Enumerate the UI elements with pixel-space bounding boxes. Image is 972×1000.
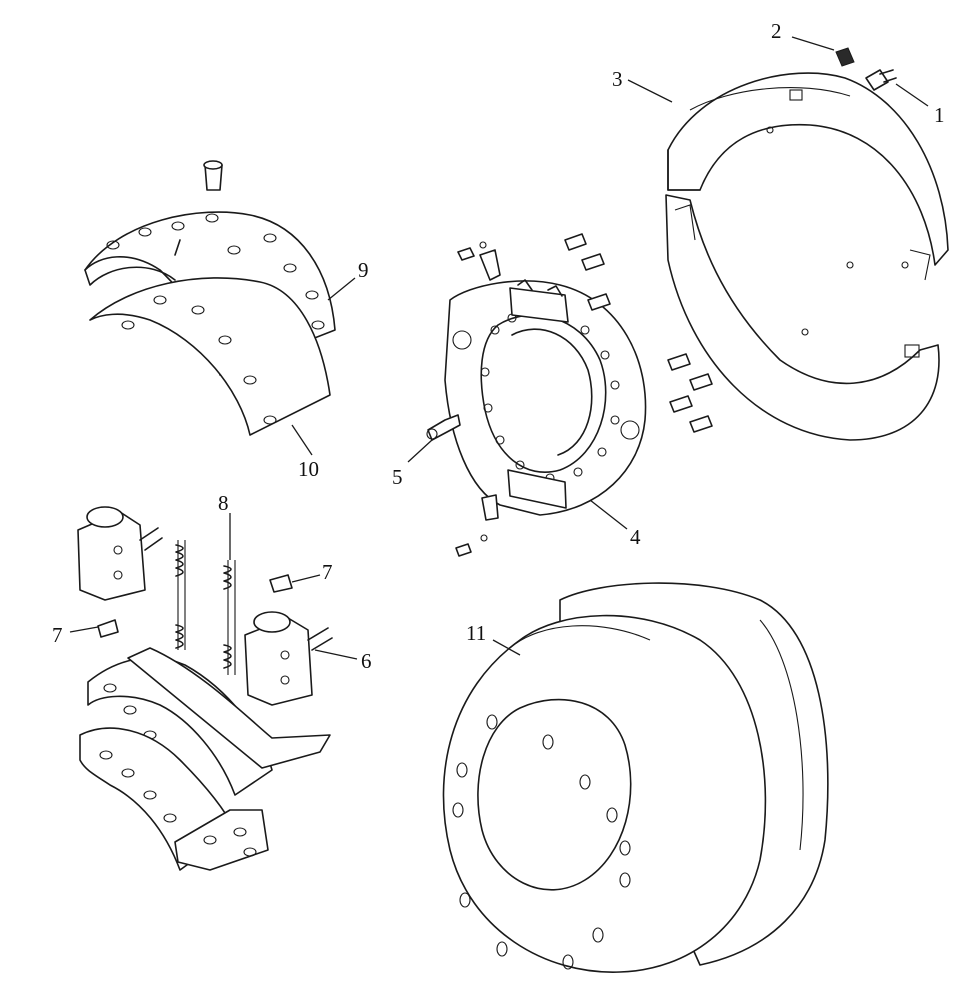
callout-9: 9 (358, 258, 369, 282)
callout-7-left: 7 (52, 623, 63, 647)
backing-plate (444, 279, 647, 516)
shield-bolt (865, 69, 897, 91)
callout-2: 2 (771, 19, 782, 43)
callout-5: 5 (392, 465, 403, 489)
callout-7-right: 7 (322, 560, 333, 584)
shield-key (835, 47, 855, 67)
upper-brake-shoes (84, 160, 336, 436)
dust-shield (665, 72, 949, 441)
callout-6: 6 (361, 649, 372, 673)
callout-1: 1 (934, 103, 945, 127)
leader-lines (69, 36, 929, 660)
callout-3: 3 (612, 67, 623, 91)
return-springs (175, 540, 236, 675)
callout-4: 4 (630, 525, 641, 549)
callout-11: 11 (466, 621, 486, 645)
brake-drum (442, 582, 829, 973)
callout-labels: 1 2 3 4 5 6 7 7 8 9 10 11 (52, 19, 945, 673)
callout-10: 10 (298, 457, 319, 481)
lower-brake-shoes (79, 647, 331, 871)
wheel-cylinders (77, 506, 333, 706)
backing-plate-fasteners (455, 233, 713, 557)
adjuster-keys (97, 574, 293, 638)
callout-8: 8 (218, 491, 229, 515)
